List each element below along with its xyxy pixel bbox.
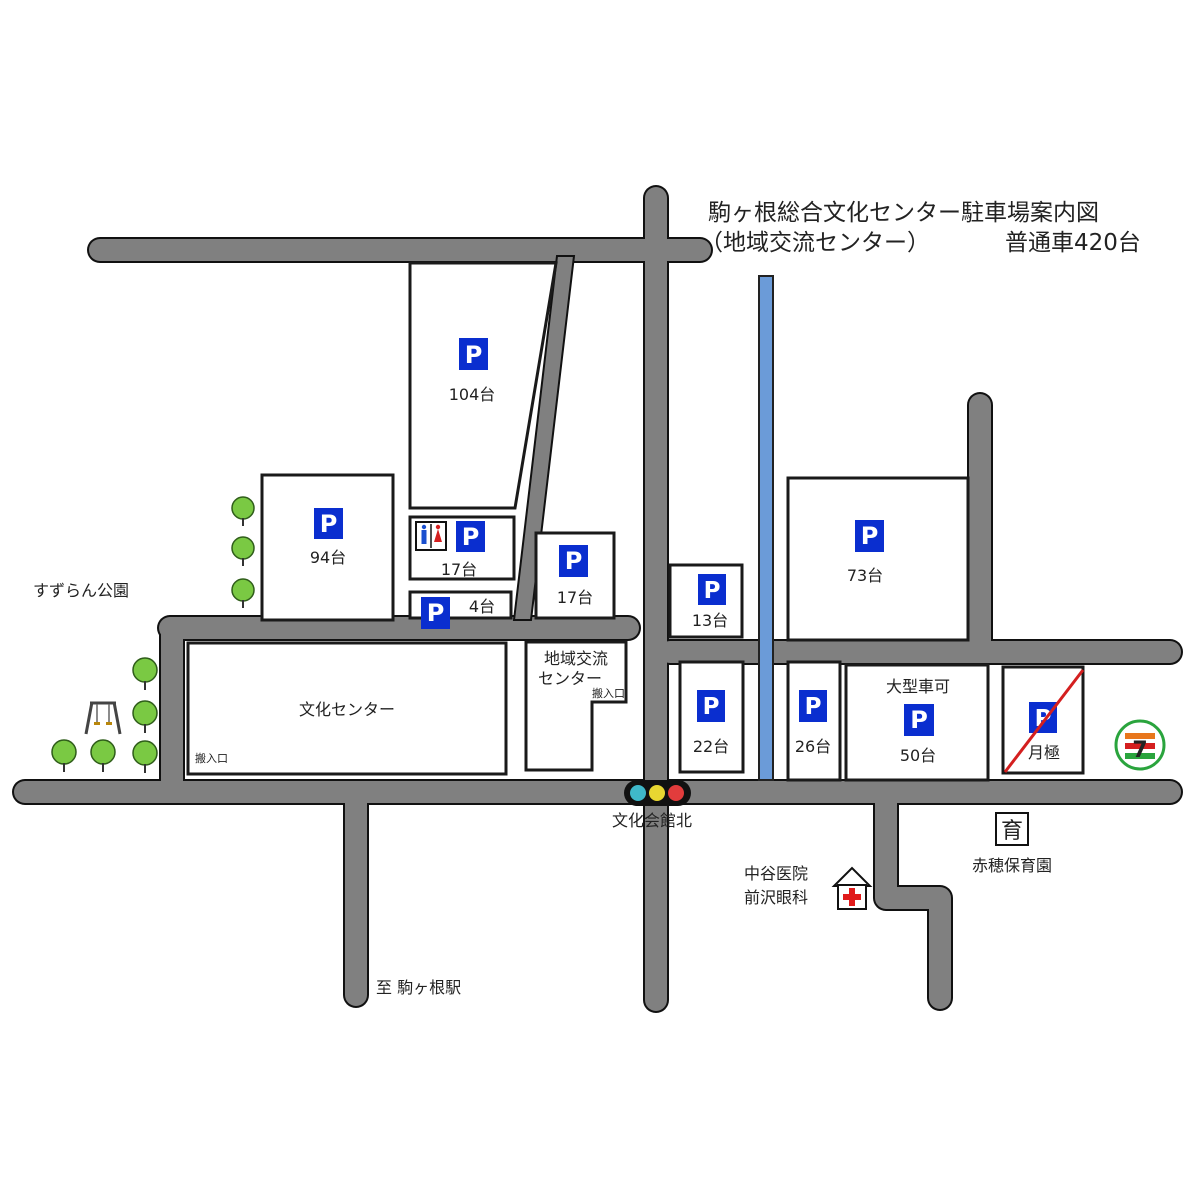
- bunka-center: 文化センター 搬入口: [186, 641, 508, 776]
- park-label: すずらん公園: [33, 581, 129, 600]
- lot-count: 17台: [557, 588, 593, 607]
- parking-lot-17-restroom[interactable]: P 17台: [408, 515, 516, 581]
- tree-icon: [51, 739, 77, 772]
- swing-icon: [84, 701, 122, 735]
- lot-count: 4台: [469, 597, 495, 616]
- road-network: [12, 185, 1183, 1013]
- parking-lot-50[interactable]: 大型車可 P 50台: [844, 663, 990, 782]
- parking-lot-94[interactable]: P 94台: [260, 473, 395, 622]
- parking-lot-17[interactable]: P 17台: [534, 531, 616, 620]
- lot-count: 50台: [900, 746, 936, 765]
- parking-lot-73[interactable]: P 73台: [786, 476, 970, 642]
- lot-note: 大型車可: [886, 677, 950, 696]
- no-parking-slash: [1003, 669, 1085, 773]
- svg-text:P: P: [320, 510, 338, 538]
- lot-count: 94台: [310, 548, 346, 567]
- tree-icon: [132, 700, 158, 733]
- parking-lot-26[interactable]: P 26台: [786, 660, 842, 782]
- parking-icon: [855, 520, 884, 552]
- parking-lot-monthly[interactable]: P 月極: [1001, 665, 1085, 775]
- map-title: 駒ヶ根総合文化センター駐車場案内図: [708, 200, 1099, 226]
- svg-text:P: P: [465, 341, 483, 369]
- parking-icon: [698, 574, 726, 605]
- parking-icon: [314, 508, 343, 539]
- tree-icon: [132, 740, 158, 773]
- parking-lot-4[interactable]: P 4台: [408, 590, 513, 629]
- lot-count: 17台: [441, 560, 477, 579]
- loading-entrance-label: 搬入口: [195, 751, 228, 765]
- capacity-label: 普通車420台: [1005, 230, 1141, 256]
- clinic-label-1: 中谷医院: [744, 864, 808, 883]
- parking-icon: [421, 597, 450, 629]
- lot-count: 73台: [847, 566, 883, 585]
- tree-icon: [231, 496, 255, 526]
- chiiki-center-label-2: センター: [538, 669, 602, 688]
- tree-icon: [90, 739, 116, 772]
- parking-lot-22[interactable]: P 22台: [678, 660, 745, 774]
- chiiki-kouryu-center: 地域交流 センター 搬入口: [524, 640, 628, 772]
- lot-count: 月極: [1028, 743, 1060, 762]
- signal-label: 文化会館北: [612, 811, 692, 830]
- parking-icon: [697, 690, 725, 722]
- svg-text:P: P: [703, 694, 720, 720]
- traffic-light-icon: [624, 780, 691, 806]
- svg-text:P: P: [910, 706, 928, 734]
- svg-text:P: P: [704, 578, 721, 604]
- lot-count: 104台: [449, 385, 496, 404]
- tree-icon: [231, 578, 255, 608]
- lot-count: 13台: [692, 611, 728, 630]
- loading-entrance-label-2: 搬入口: [592, 686, 625, 700]
- parking-icon: [799, 690, 827, 722]
- parking-icon: [1029, 702, 1057, 733]
- parking-icon: [459, 338, 488, 370]
- svg-text:P: P: [427, 599, 445, 627]
- svg-text:P: P: [861, 522, 879, 550]
- parking-lot-104[interactable]: P 104台: [408, 261, 558, 510]
- parking-icon: [456, 521, 485, 552]
- nursery-icon: 育: [995, 812, 1029, 846]
- chiiki-center-label-1: 地域交流: [544, 649, 608, 668]
- diagonal-lane: [512, 255, 576, 621]
- parking-icon: [559, 545, 588, 577]
- tree-icon: [231, 536, 255, 566]
- bunka-center-label: 文化センター: [299, 700, 395, 719]
- lot-count: 22台: [693, 737, 729, 756]
- convenience-store-icon: 7: [1114, 719, 1166, 771]
- svg-text:育: 育: [1001, 819, 1023, 844]
- station-label: 至 駒ヶ根駅: [376, 978, 461, 997]
- svg-text:7: 7: [1132, 738, 1147, 763]
- river: [758, 275, 774, 781]
- parking-icon: [904, 704, 934, 736]
- restroom-icon: [415, 521, 447, 551]
- nursery-label: 赤穂保育園: [972, 856, 1052, 875]
- clinic-label-2: 前沢眼科: [744, 888, 808, 907]
- tree-icon: [132, 657, 158, 690]
- svg-text:P: P: [462, 523, 480, 551]
- road-south-east: [875, 789, 951, 1009]
- svg-text:P: P: [565, 547, 583, 575]
- svg-text:P: P: [805, 694, 822, 720]
- map-subtitle: （地域交流センター）: [700, 230, 930, 256]
- lot-count: 26台: [795, 737, 831, 756]
- parking-lot-13[interactable]: P 13台: [668, 563, 744, 639]
- hospital-icon: [831, 866, 873, 910]
